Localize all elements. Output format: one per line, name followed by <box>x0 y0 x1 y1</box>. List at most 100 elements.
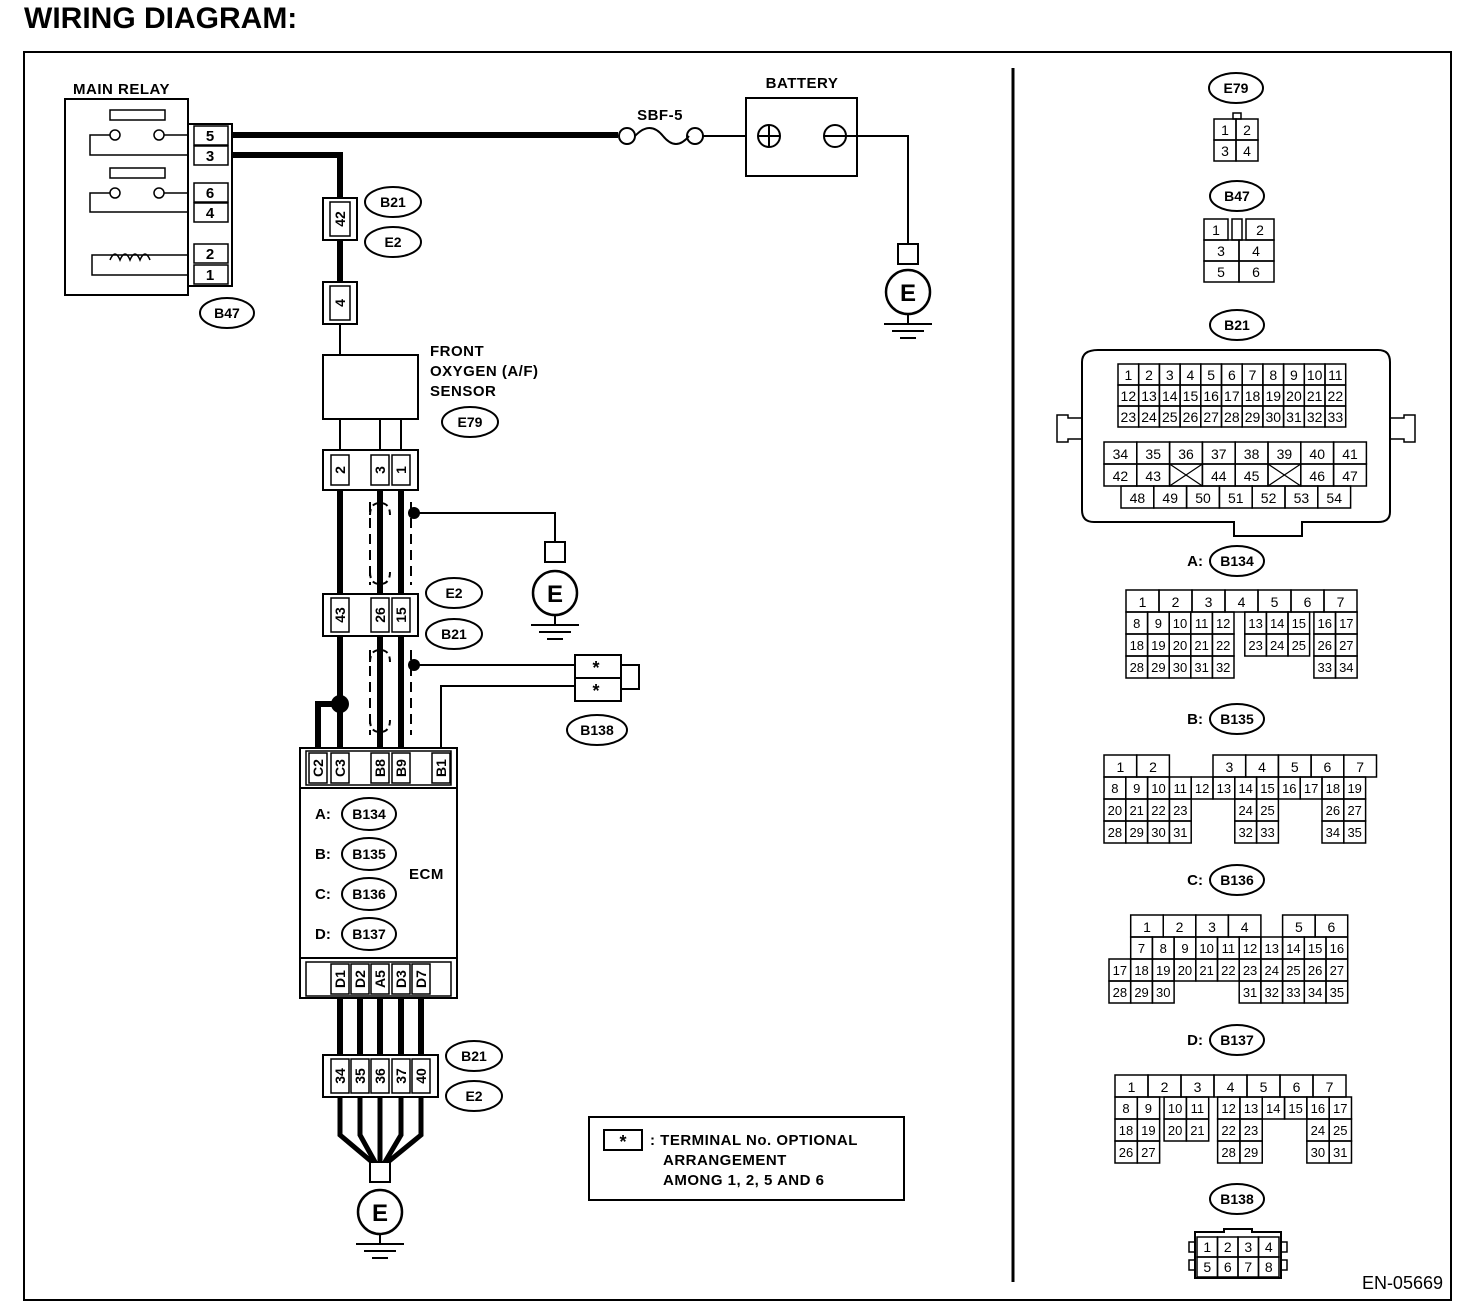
b134-cell-label: 17 <box>1339 616 1353 631</box>
b21-cell-label: 17 <box>1224 388 1240 404</box>
ecm-top-pin-label: C3 <box>332 759 348 777</box>
b21-cell-label: 14 <box>1162 388 1178 404</box>
joint3-pin-label: 40 <box>413 1068 429 1084</box>
b135-cell-label: 19 <box>1347 781 1361 796</box>
b134-cell-label: 2 <box>1172 594 1180 610</box>
b137-cell <box>1239 1140 1263 1164</box>
b135-cell-label: 3 <box>1225 759 1233 775</box>
joint3-pin-label: 35 <box>352 1068 368 1084</box>
b137-cell-label: 19 <box>1141 1123 1155 1138</box>
b138-cell-label: 7 <box>1244 1259 1252 1275</box>
joint3-pin <box>370 1058 390 1094</box>
b135-cell-label: 30 <box>1151 825 1165 840</box>
b134-cell-label: 3 <box>1205 594 1213 610</box>
relay-pin-label: 5 <box>206 128 214 145</box>
b136-cell-label: 30 <box>1156 985 1170 1000</box>
b136-cell-label: 23 <box>1243 963 1257 978</box>
b134-cell-label: 15 <box>1292 616 1306 631</box>
b136-cell-label: 35 <box>1330 985 1344 1000</box>
b134-cell-label: 12 <box>1216 616 1230 631</box>
b136-cell-label: 3 <box>1208 919 1216 935</box>
b137-cell-label: 12 <box>1221 1101 1235 1116</box>
conn-prefix: A: <box>1187 553 1203 570</box>
blank-cavity <box>1169 463 1203 487</box>
joint2-pin-label: 43 <box>332 607 348 623</box>
b21-cell-label: 2 <box>1145 367 1153 383</box>
ecm-row-tag <box>341 797 397 831</box>
b135-cell-label: 27 <box>1347 803 1361 818</box>
b135-cell-label: 15 <box>1260 781 1274 796</box>
b136-cell <box>1151 980 1175 1004</box>
b136-cell-label: 1 <box>1143 919 1151 935</box>
b21-cell-label: 27 <box>1203 409 1219 425</box>
b135-cell-label: 31 <box>1173 825 1187 840</box>
b135-cell-label: 1 <box>1116 759 1124 775</box>
b21-cell <box>1317 485 1352 509</box>
b137-cell-label: 13 <box>1244 1101 1258 1116</box>
conn-tag <box>1209 1183 1265 1215</box>
b134-cell-label: 25 <box>1292 638 1306 653</box>
svg-text:B138: B138 <box>580 722 614 738</box>
conn-tag-label: B47 <box>1224 188 1250 204</box>
b135-cell <box>1168 820 1192 844</box>
b136-cell-label: 8 <box>1160 941 1167 956</box>
diagram-frame <box>23 51 1452 1301</box>
ecm-row-letter: A: <box>315 806 331 823</box>
svg-text:FRONT: FRONT <box>430 343 484 360</box>
relay-pin <box>193 125 229 146</box>
b134-cell-label: 33 <box>1317 660 1331 675</box>
fuse-label: SBF-5 <box>637 107 683 124</box>
b137-cell-label: 5 <box>1260 1079 1268 1095</box>
joint3-pin-label: 34 <box>332 1068 348 1084</box>
b136-cell-label: 29 <box>1134 985 1148 1000</box>
b21-cell-label: 33 <box>1328 409 1344 425</box>
b135-cell-label: 35 <box>1347 825 1361 840</box>
joint3-pin <box>330 1058 350 1094</box>
sensor-pin-label: 2 <box>332 466 348 474</box>
b137-cell-label: 18 <box>1119 1123 1133 1138</box>
joint3-pin <box>411 1058 431 1094</box>
b137-cell <box>1328 1140 1353 1164</box>
b134-cell-label: 31 <box>1194 660 1208 675</box>
b135-cell-label: 17 <box>1304 781 1318 796</box>
ecm-row-conn: B135 <box>352 846 386 862</box>
b135-cell-label: 25 <box>1260 803 1274 818</box>
ecm-top-pin-label: B8 <box>372 759 388 777</box>
b135-cell-label: 5 <box>1291 759 1299 775</box>
b135-cell-label: 33 <box>1260 825 1274 840</box>
b136-cell-label: 11 <box>1222 941 1236 956</box>
svg-text:B21: B21 <box>441 626 467 642</box>
svg-text:4: 4 <box>332 299 348 307</box>
b137-cell-label: 17 <box>1333 1101 1347 1116</box>
b135-cell-label: 22 <box>1151 803 1165 818</box>
ecm-row-letter: C: <box>315 886 331 903</box>
b135-cell-label: 16 <box>1282 781 1296 796</box>
svg-text:E2: E2 <box>445 585 462 601</box>
conn-tag-label: B138 <box>1220 1191 1254 1207</box>
conn-prefix: D: <box>1187 1032 1203 1049</box>
svg-text:OXYGEN (A/F): OXYGEN (A/F) <box>430 363 539 380</box>
b134-cell-label: 5 <box>1271 594 1279 610</box>
joint3-pin-label: 36 <box>372 1068 388 1084</box>
b21-cell-label: 49 <box>1162 490 1178 506</box>
ground-shield-1: E <box>531 541 579 640</box>
b137-cell-label: 20 <box>1168 1123 1182 1138</box>
b21-cell-label: 48 <box>1130 490 1146 506</box>
b134-cell-label: 28 <box>1130 660 1144 675</box>
ecm-top-pin-label: B1 <box>433 759 449 777</box>
ecm-bottom-pin <box>411 963 431 995</box>
e79-cell-label: 4 <box>1243 143 1251 159</box>
b21-cell-label: 13 <box>1141 388 1157 404</box>
b136-cell-label: 31 <box>1243 985 1257 1000</box>
b137-cell-label: 25 <box>1333 1123 1347 1138</box>
ecm-bottom-pin <box>330 963 350 995</box>
b135-cell <box>1343 820 1367 844</box>
b135-cell <box>1255 820 1280 844</box>
b135-cell-label: 26 <box>1326 803 1340 818</box>
relay-pin-label: 4 <box>206 205 215 222</box>
b136-cell-label: 6 <box>1328 919 1336 935</box>
b136-cell-label: 17 <box>1113 963 1127 978</box>
b21-cell-label: 21 <box>1307 388 1323 404</box>
